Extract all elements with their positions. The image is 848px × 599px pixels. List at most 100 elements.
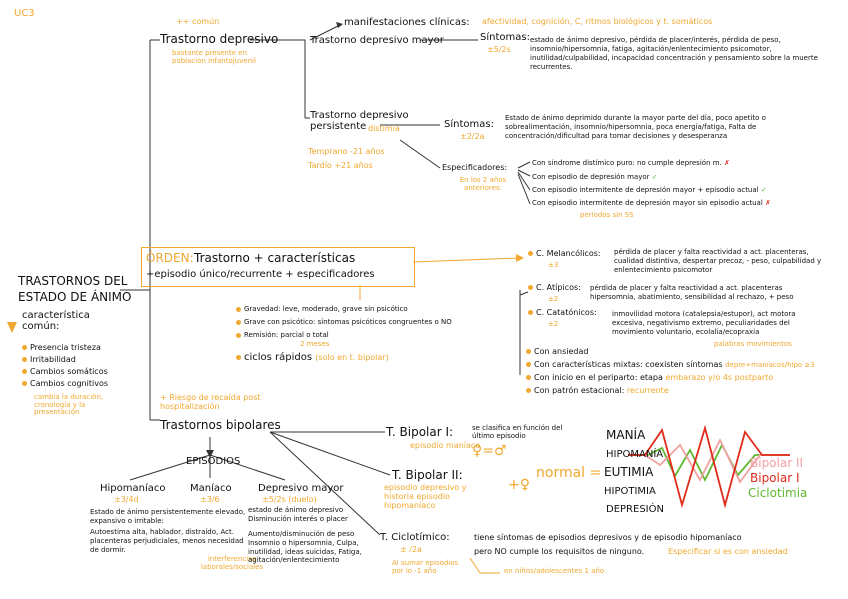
orden-box	[141, 247, 415, 287]
espec-item: Con episodio intermitente de depresión m…	[532, 186, 767, 194]
espec-item: Con episodio de depresión mayor ✓	[532, 173, 658, 181]
other-characteristic: Con inicio en el periparto: etapa embara…	[526, 373, 773, 383]
espec-item: Con síndrome distímico puro: no cumple d…	[532, 159, 730, 167]
level-depresion: DEPRESIÓN	[606, 504, 664, 515]
bullet-icon	[528, 285, 533, 290]
plus-female-icon: +♀	[508, 477, 530, 493]
episode-text-2: Autoestima alta, hablador, distraído, Ac…	[90, 528, 244, 554]
bipolar-risk-note: + Riesgo de recaída post hospitalización	[160, 393, 261, 411]
bullet-icon	[236, 354, 241, 360]
bullet-icon	[236, 306, 241, 312]
especificadores-label: Especificadores:	[442, 163, 508, 172]
common-item: Cambios somáticos	[22, 367, 108, 377]
manif-label: manifestaciones clínicas:	[344, 17, 470, 28]
bullet-icon	[528, 251, 533, 256]
level-mania: MANÍA	[606, 428, 646, 442]
atipicos-label: C. Atípicos:	[528, 283, 581, 293]
normal-label: normal =	[536, 465, 602, 481]
other-characteristic: Con patrón estacional: recurrente	[526, 386, 669, 396]
episode-text-4: Aumento/disminución de peso Insomnio o h…	[248, 530, 362, 565]
maniaco-title: Maníaco	[190, 483, 232, 494]
bipolar-1-note: episodio maníaco	[410, 441, 481, 450]
female-male-icon: ♀=♂	[472, 443, 507, 459]
atipicos-text: pérdida de placer y falta reactividad a …	[590, 284, 794, 301]
melancolicos-label: C. Melancólicos:	[528, 249, 601, 259]
bipolar-i-line	[628, 424, 790, 509]
melancolicos-note: ±3	[548, 261, 559, 269]
bipolar-ii-line	[628, 437, 790, 484]
legend-bipolar-ii: Bipolar II	[750, 456, 804, 470]
depresivo-note: bastante presente en población infantoju…	[172, 49, 256, 65]
orden-line-1: Trastorno + características	[194, 251, 356, 265]
episodios-title: EPISODIOS	[186, 456, 241, 467]
melancolicos-text: pérdida de placer y falta reactividad a …	[614, 248, 822, 274]
orden-item: Grave con psicótico: síntomas psicóticos…	[236, 318, 452, 327]
persistente-title: Trastorno depresivo persistente	[310, 110, 409, 132]
common-item: Presencia tristeza	[22, 343, 101, 353]
bipolar-1-title: T. Bipolar I:	[386, 425, 454, 439]
unit-label: UC3	[14, 8, 35, 19]
orden-item: Gravedad: leve, moderado, grave sin psic…	[236, 305, 408, 314]
persistente-temprano: Temprano -21 años	[308, 147, 385, 156]
bullet-icon	[236, 319, 241, 325]
level-eutimia: EUTIMIA	[604, 465, 654, 479]
persistente-sintomas-label: Síntomas:	[444, 119, 494, 130]
bullet-icon	[528, 310, 533, 315]
manif-text: afectividad, cognición, C, ritmos biológ…	[482, 17, 713, 26]
legend-bipolar-i: Bipolar I	[750, 471, 800, 485]
cross-icon: ✗	[723, 159, 730, 167]
ciclotimico-note-3: en niños/adolescentes 1 año	[504, 567, 605, 575]
ciclotimia-line	[628, 443, 790, 483]
bipolar-title: Trastornos bipolares	[160, 418, 281, 432]
level-hipotimia: HIPOTIMIA	[604, 486, 656, 497]
bullet-icon	[526, 349, 531, 354]
orden-label: ÓRDEN:	[146, 251, 194, 265]
hipomaniaco-note: ±3/4d	[114, 495, 139, 504]
ciclotimico-note-2: Al sumar episodios por lo -1 año	[392, 559, 459, 575]
ciclotimico-title: T. Ciclotímico:	[380, 532, 450, 543]
episode-text-3: estado de ánimo depresivo Disminución in…	[248, 506, 348, 523]
bullet-icon	[22, 345, 27, 350]
ciclotimico-text-2: pero NO cumple los requisitos de ninguno…	[474, 547, 645, 556]
main-title-line-1: TRASTORNOS DEL	[18, 274, 128, 288]
espec-item: Con episodio intermitente de depresión m…	[532, 199, 771, 207]
mayor-sintomas-note: ±5/2s	[487, 45, 511, 54]
check-icon: ✓	[651, 173, 658, 181]
episode-text-2-note: interferencias laborales/sociales	[200, 555, 264, 571]
ciclotimico-duration: ± /2a	[400, 545, 422, 554]
common-item: Irritabilidad	[22, 355, 76, 365]
catatonicos-text: inmovilidad motora (catalepsia/estupor),…	[612, 310, 796, 336]
depresivo-episode-note: ±5/2s (duelo)	[262, 495, 317, 504]
level-hipomania: HIPOMANÍA	[606, 449, 664, 460]
other-characteristic: Con características mixtas: coexisten sí…	[526, 360, 815, 370]
bullet-icon	[526, 375, 531, 380]
common-title: característica común:	[22, 310, 90, 332]
check-icon: ✓	[760, 186, 767, 194]
bipolar-1-text: se clasifica en función del último episo…	[472, 424, 563, 441]
ciclotimico-note: Especificar si es con ansiedad	[668, 547, 788, 556]
common-note: cambia la duración, cronología y la pres…	[34, 393, 104, 417]
bullet-icon	[22, 357, 27, 362]
common-item: Cambios cognitivos	[22, 379, 108, 389]
orden-line-2: +episodio único/recurrente + especificad…	[146, 269, 375, 280]
remision-note: 2 meses	[300, 340, 330, 348]
bullet-icon	[22, 381, 27, 386]
hipomaniaco-title: Hipomaníaco	[100, 483, 166, 494]
orden-item: ciclos rápidos (solo en t. bipolar)	[236, 352, 389, 363]
persistente-tardio: Tardío +21 años	[308, 161, 373, 170]
catatonicos-note: ±2	[548, 320, 559, 328]
persistente-sintomas-note: ±2/2a	[460, 132, 485, 141]
maniaco-note: ±3/6	[200, 495, 220, 504]
bipolar-2-note: episodio depresivo y historia episodio h…	[384, 483, 467, 510]
espec-last-note: periodos sin SS	[580, 211, 634, 219]
bullet-icon	[526, 388, 531, 393]
especificadores-note: En los 2 años anteriores:	[459, 176, 507, 192]
catatonicos-label: C. Catatónicos:	[528, 308, 597, 318]
persistente-alias: distimia	[368, 124, 400, 133]
more-common-note: ++ común	[176, 17, 220, 26]
depresivo-title: Trastorno depresivo	[160, 32, 279, 46]
atipicos-note: ±2	[548, 295, 559, 303]
other-characteristic: Con ansiedad	[526, 347, 588, 357]
mayor-sintomas-label: Síntomas:	[480, 32, 530, 43]
depresivo-episode-title: Depresivo mayor	[258, 483, 344, 494]
